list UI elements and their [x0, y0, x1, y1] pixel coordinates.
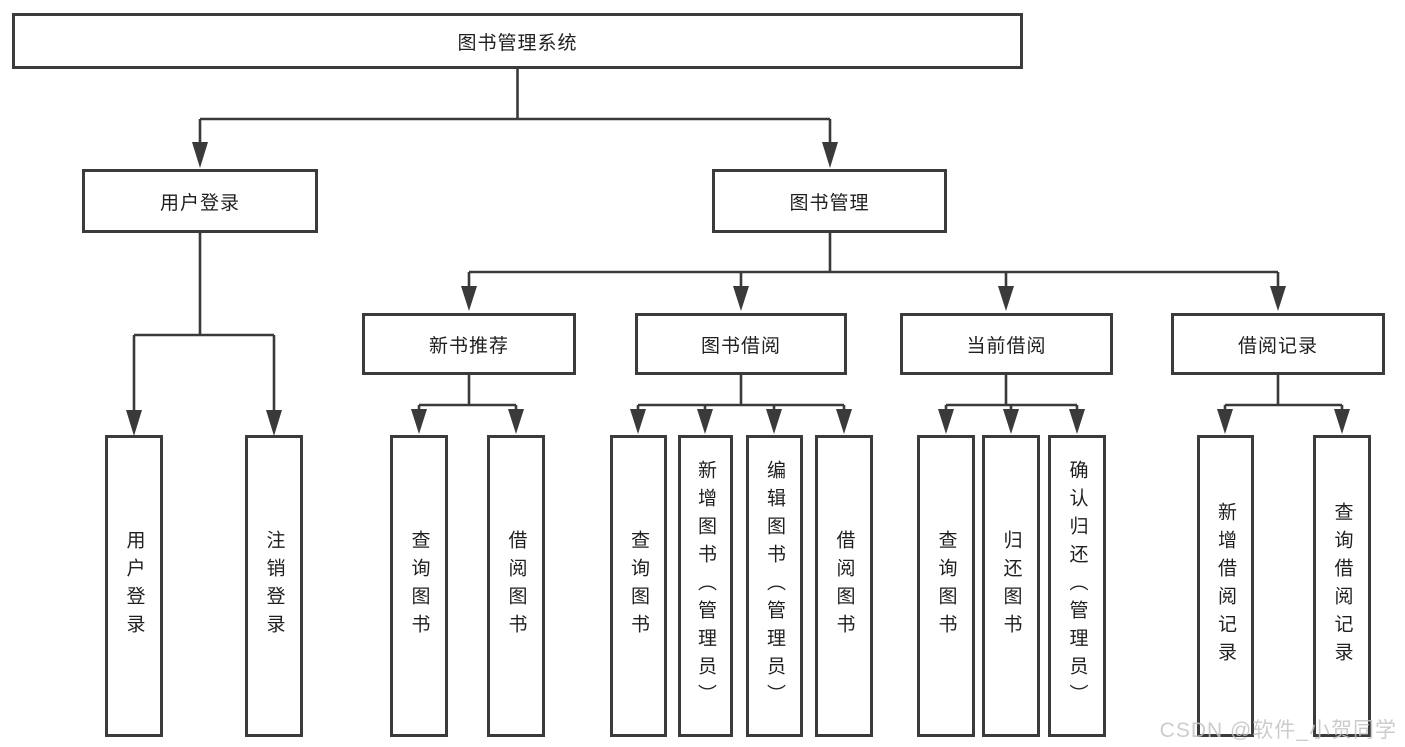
- node-borrow-records: 借阅记录: [1171, 313, 1385, 375]
- node-new-book-recommend: 新书推荐: [362, 313, 576, 375]
- leaf-borrow-books-recommend: 借阅图书: [487, 435, 545, 737]
- leaf-search-borrow-record: 查询借阅记录: [1313, 435, 1371, 737]
- leaf-search-books-recommend: 查询图书: [390, 435, 448, 737]
- leaf-borrow-books: 借阅图书: [815, 435, 873, 737]
- leaf-add-borrow-record: 新增借阅记录: [1197, 435, 1254, 737]
- leaf-search-books-borrowing: 查询图书: [610, 435, 667, 737]
- leaf-user-login: 用户登录: [105, 435, 163, 737]
- leaf-logout: 注销登录: [245, 435, 303, 737]
- node-book-borrowing: 图书借阅: [635, 313, 847, 375]
- node-current-borrowing: 当前借阅: [900, 313, 1113, 375]
- node-book-management: 图书管理: [712, 169, 947, 233]
- csdn-watermark: CSDN @软件_小贺同学: [1159, 719, 1397, 742]
- node-library-management-system: 图书管理系统: [12, 13, 1023, 69]
- leaf-edit-book-admin: 编辑图书（管理员）: [746, 435, 803, 737]
- leaf-add-book-admin: 新增图书（管理员）: [678, 435, 733, 737]
- leaf-search-books-current: 查询图书: [917, 435, 975, 737]
- leaf-return-book: 归还图书: [982, 435, 1040, 737]
- leaf-confirm-return-admin: 确认归还（管理员）: [1048, 435, 1106, 737]
- node-user-login: 用户登录: [82, 169, 318, 233]
